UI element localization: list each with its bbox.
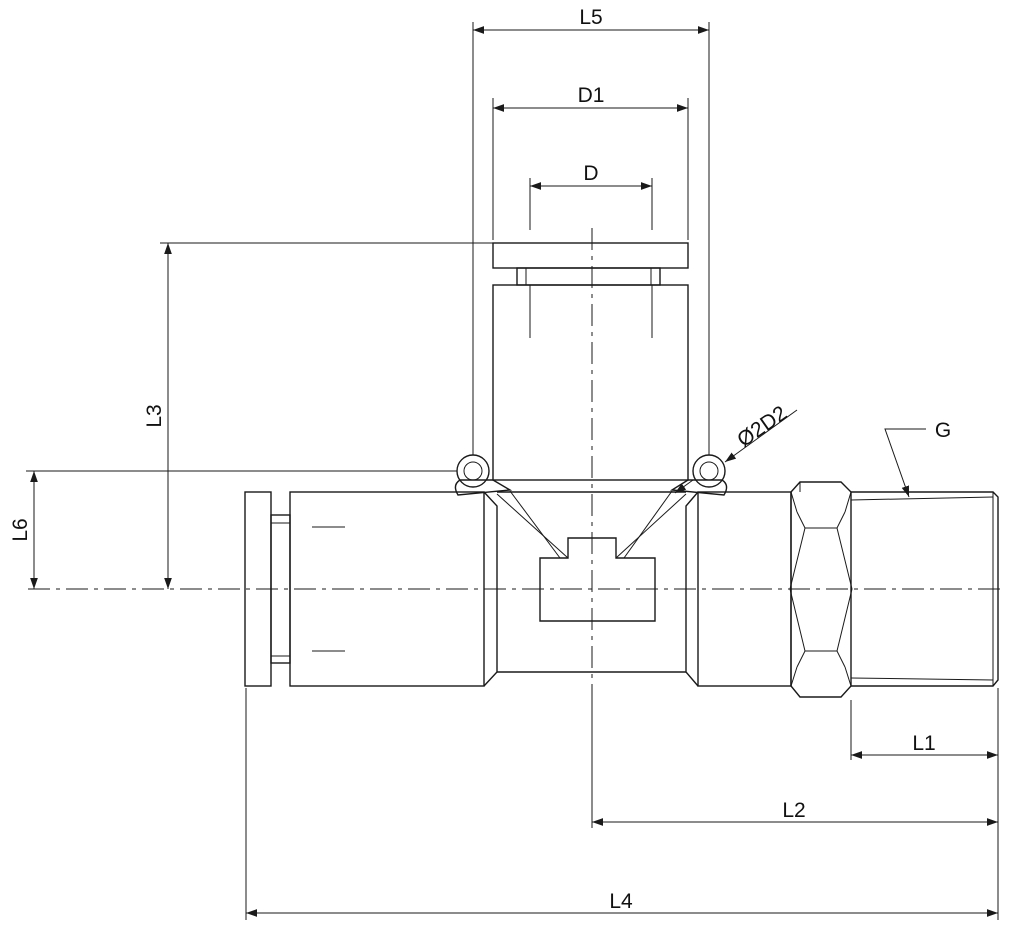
- label-l2: L2: [782, 799, 805, 822]
- right-side: [697, 481, 999, 698]
- top-branch: [492, 242, 689, 481]
- label-d: D: [583, 162, 598, 185]
- label-l1: L1: [912, 732, 935, 755]
- mounting-hole-left: [456, 454, 490, 488]
- label-l6: L6: [9, 518, 32, 541]
- tee-center-body: [483, 490, 699, 687]
- leader-g: [884, 428, 926, 498]
- label-l3: L3: [143, 404, 166, 427]
- male-thread: [851, 491, 999, 687]
- mounting-hole-right: [692, 454, 726, 488]
- label-d2: Ø2D2: [733, 402, 791, 452]
- left-port: [244, 491, 485, 687]
- top-body: [492, 284, 689, 481]
- leader-d2: [724, 409, 798, 463]
- right-body: [697, 491, 792, 687]
- label-d1: D1: [578, 84, 605, 107]
- dimension-lines: [30, 26, 998, 917]
- dimension-labels: L5 D1 D L3 L6 Ø2D2 G L1 L2 L4: [9, 6, 951, 913]
- top-cap: [492, 242, 689, 269]
- center-lines: [28, 228, 1000, 700]
- internal-bore: [539, 537, 656, 622]
- left-body: [289, 491, 485, 687]
- label-l5: L5: [579, 6, 602, 29]
- extension-lines: [26, 22, 999, 920]
- top-collet: [516, 267, 661, 286]
- mounting-lugs: [454, 454, 728, 496]
- label-l4: L4: [609, 890, 633, 913]
- label-g: G: [935, 419, 951, 442]
